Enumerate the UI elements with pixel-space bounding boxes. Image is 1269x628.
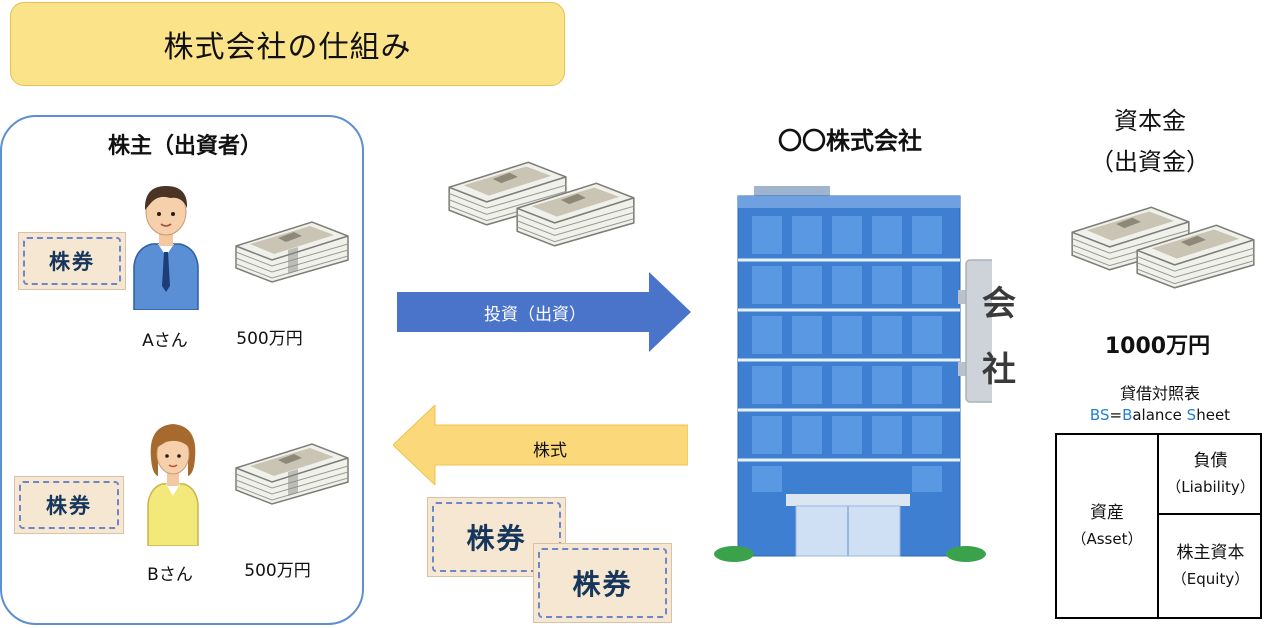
investment-arrow-label: 投資（出資） xyxy=(484,305,586,325)
money-stack-icon xyxy=(516,182,635,247)
capital-subtitle: （出資金） xyxy=(1090,148,1210,176)
company-name: 〇〇株式会社 xyxy=(778,127,922,155)
balance-sheet-title: 貸借対照表 xyxy=(1119,384,1200,403)
money-stack-icon xyxy=(235,221,349,283)
balance-sheet-table: 資産 （Asset） 負債 （Liability） 株主資本 （Equity） xyxy=(1055,433,1262,619)
person-a-name: Aさん xyxy=(142,331,188,351)
liability-cell: 負債 （Liability） xyxy=(1159,435,1262,513)
liability-label-en: （Liability） xyxy=(1166,478,1255,496)
money-stack-icon xyxy=(235,443,349,505)
company-sign-char: 会 xyxy=(982,284,1016,324)
shares-arrow xyxy=(393,405,688,485)
person-a-icon xyxy=(133,186,199,310)
person-a-amount: 500万円 xyxy=(236,329,303,349)
share-certificate: 株券 xyxy=(18,232,126,290)
asset-label-en: （Asset） xyxy=(1071,530,1143,548)
share-certificate: 株券 xyxy=(533,543,672,623)
equity-label-en: （Equity） xyxy=(1171,570,1250,588)
shareholders-heading: 株主（出資者） xyxy=(107,134,262,159)
asset-label: 資産 xyxy=(1090,503,1124,523)
capital-title: 資本金 xyxy=(1114,107,1186,135)
equity-cell: 株主資本 （Equity） xyxy=(1159,515,1262,617)
money-stack-icon xyxy=(1136,224,1255,289)
person-b-icon xyxy=(147,424,199,546)
person-b-name: Bさん xyxy=(147,565,193,585)
title-banner xyxy=(10,2,565,86)
asset-cell: 資産 （Asset） xyxy=(1057,435,1157,617)
person-b-amount: 500万円 xyxy=(244,561,311,581)
liability-label: 負債 xyxy=(1193,451,1228,471)
investment-arrow xyxy=(397,272,691,352)
shares-arrow-label: 株式 xyxy=(533,441,567,461)
share-certificate: 株券 xyxy=(14,476,124,534)
company-sign-char: 社 xyxy=(982,350,1016,390)
shareholders-panel xyxy=(0,115,364,625)
page-title: 株式会社の仕組み xyxy=(163,30,412,65)
office-building-icon xyxy=(714,186,992,562)
capital-amount: 1000万円 xyxy=(1104,334,1211,359)
equity-label: 株主資本 xyxy=(1176,543,1245,563)
balance-sheet-subtitle: BS=Balance Sheet xyxy=(1089,406,1231,424)
